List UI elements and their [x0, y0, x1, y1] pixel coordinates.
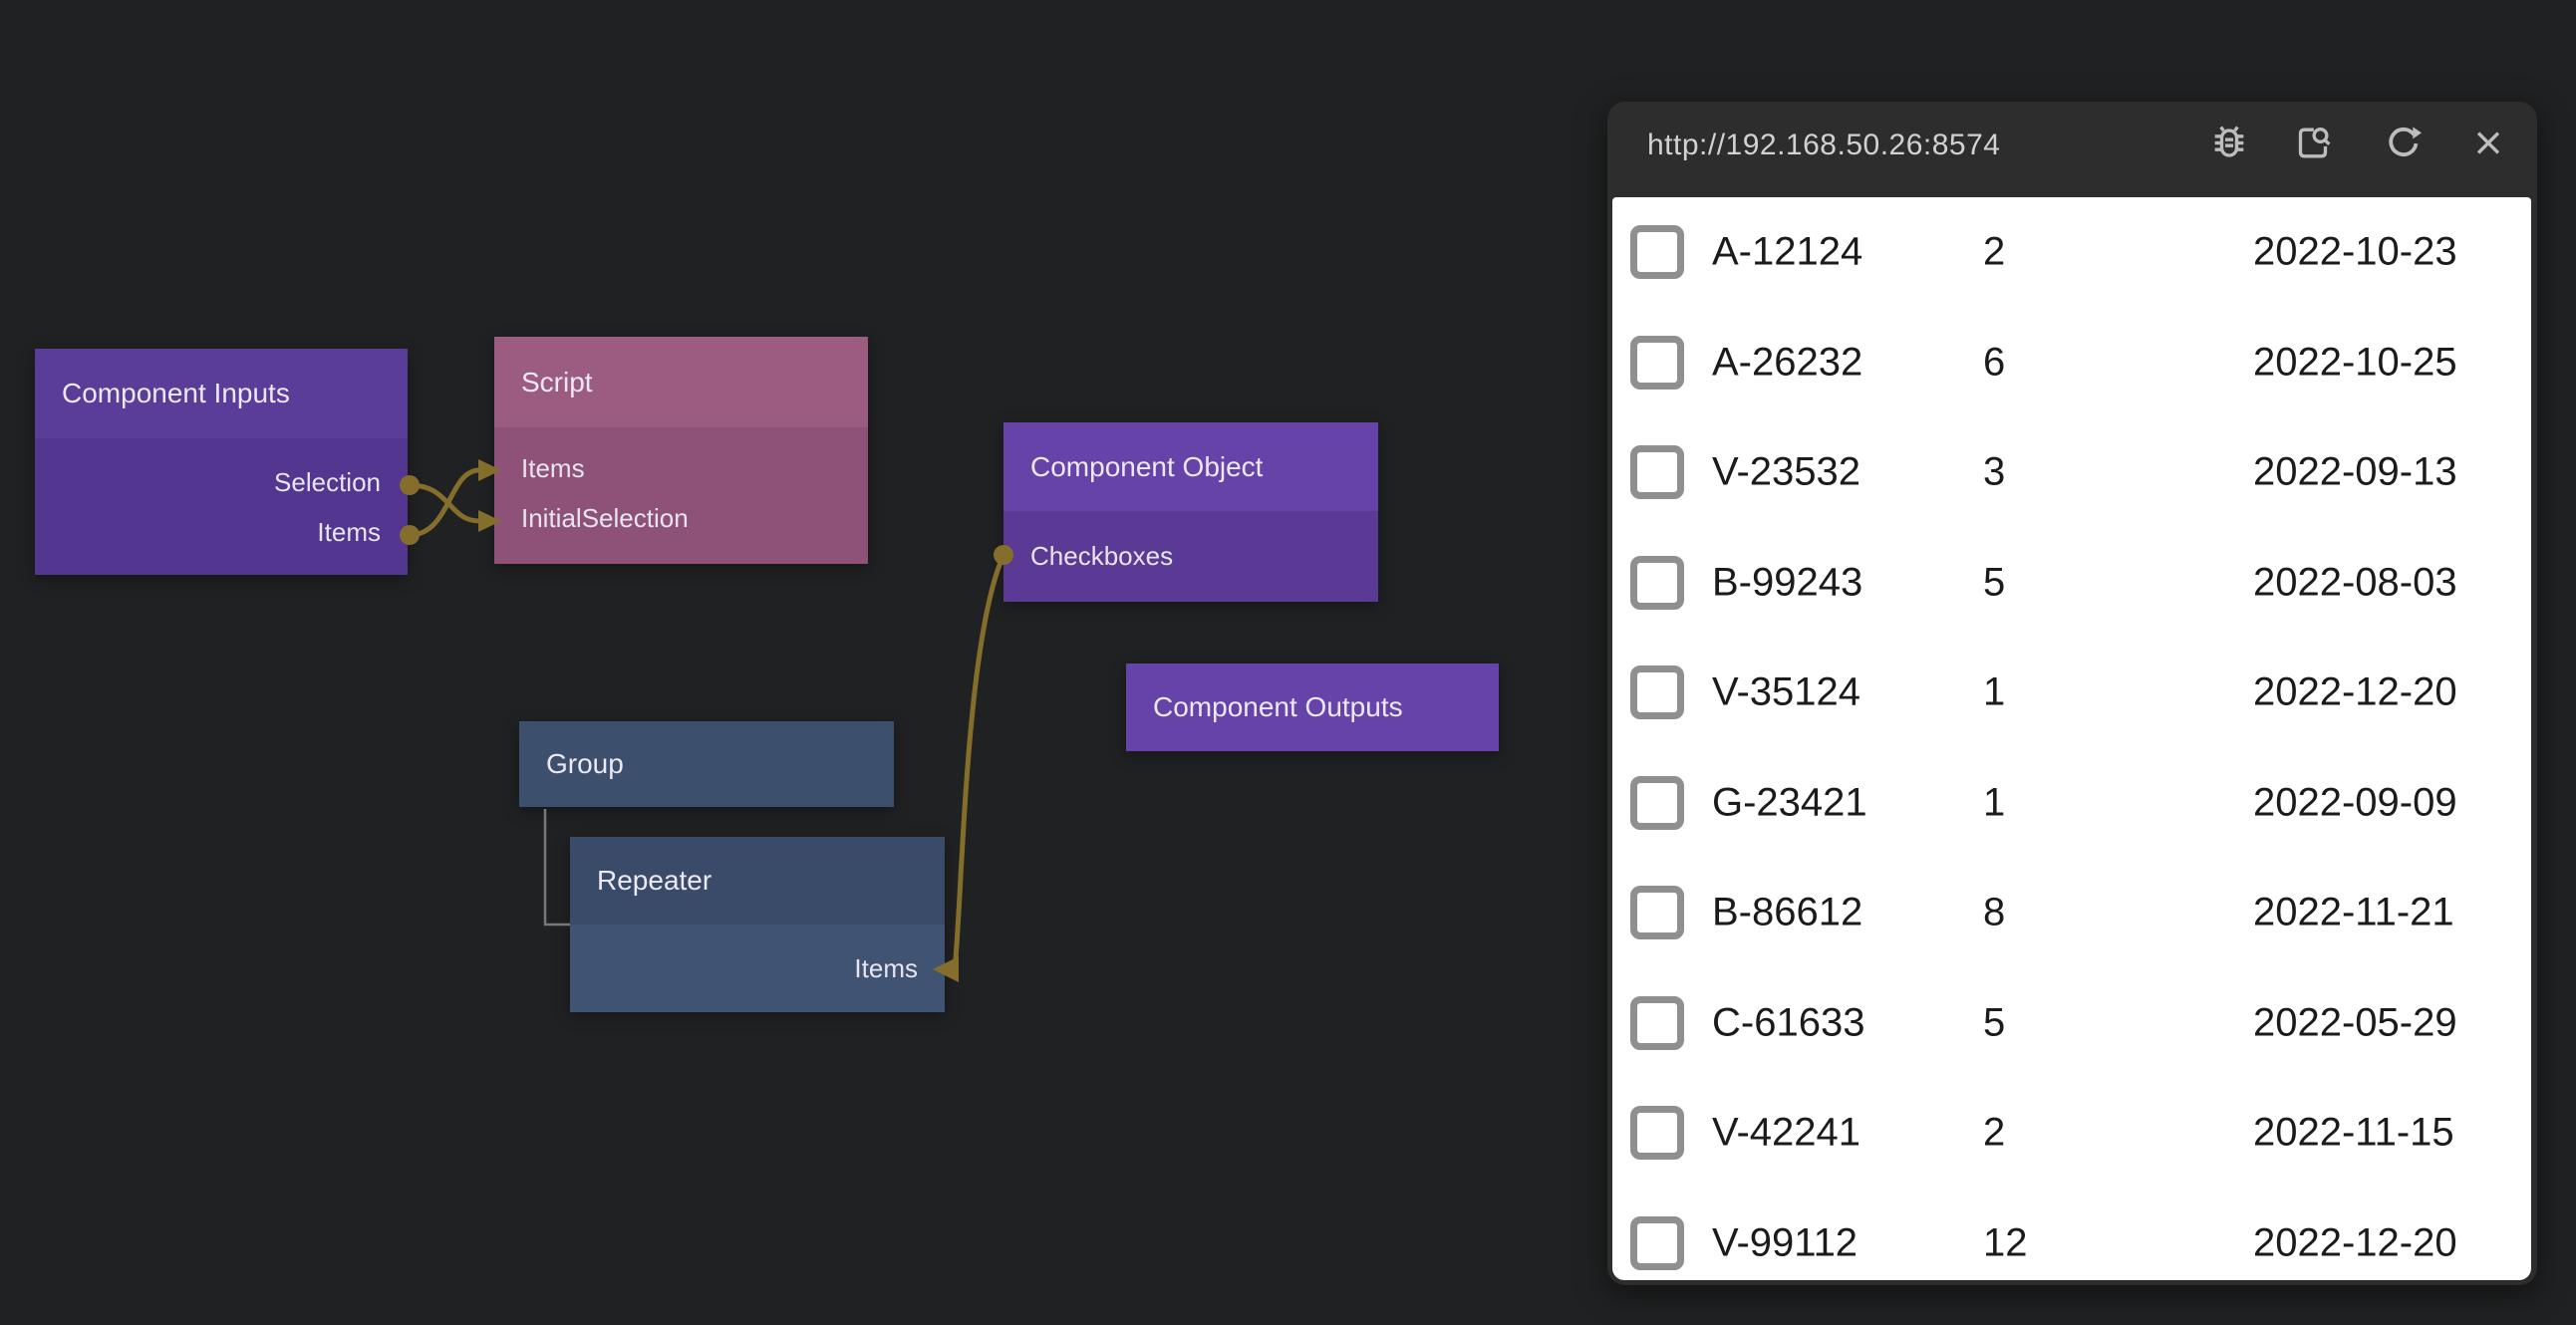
node-component-object[interactable]: Component Object Checkboxes	[1003, 422, 1378, 602]
node-title-bar: Component Inputs	[35, 349, 408, 438]
row-id: G-23421	[1712, 780, 1867, 825]
row-id: B-99243	[1712, 560, 1863, 605]
row-checkbox[interactable]	[1630, 335, 1684, 390]
table-body: A-12124 2 2022-10-23 A-26232 6 2022-10-2…	[1612, 197, 2531, 1280]
table-row: A-12124 2 2022-10-23	[1612, 197, 2531, 308]
node-component-outputs[interactable]: Component Outputs	[1126, 663, 1499, 751]
row-date: 2022-11-21	[2253, 890, 2454, 934]
node-title: Script	[521, 366, 593, 398]
row-id: A-26232	[1712, 340, 1863, 385]
row-date: 2022-09-13	[2253, 449, 2457, 494]
close-icon[interactable]	[2471, 127, 2505, 165]
row-checkbox[interactable]	[1630, 775, 1684, 830]
row-id: V-23532	[1712, 449, 1861, 494]
port-selection[interactable]: Selection	[35, 457, 408, 507]
port-items[interactable]: Items	[35, 507, 408, 557]
row-checkbox[interactable]	[1630, 555, 1684, 610]
port-label: Items	[317, 516, 381, 547]
wire-items-to-items[interactable]	[407, 467, 482, 538]
row-checkbox[interactable]	[1630, 995, 1684, 1050]
row-id: V-42241	[1712, 1110, 1861, 1155]
table-row: V-23532 3 2022-09-13	[1612, 417, 2531, 528]
node-title: Repeater	[597, 865, 713, 896]
node-body: Items	[570, 925, 945, 1012]
url-field[interactable]: http://192.168.50.26:8574	[1647, 129, 2001, 161]
node-title-bar: Script	[494, 337, 868, 427]
node-component-inputs[interactable]: Component Inputs Selection Items	[35, 349, 408, 575]
node-group[interactable]: Group	[519, 721, 894, 807]
preview-window-titlebar[interactable]: http://192.168.50.26:8574	[1607, 102, 2537, 197]
port-label: InitialSelection	[521, 502, 689, 533]
node-repeater[interactable]: Repeater Items	[570, 837, 945, 1012]
wire-checkboxes-to-repeater-items[interactable]	[953, 552, 1006, 961]
debug-bug-icon[interactable]	[2209, 124, 2249, 168]
node-body: Checkboxes	[1003, 511, 1378, 602]
node-title: Component Object	[1030, 450, 1264, 482]
table-row: B-99243 5 2022-08-03	[1612, 528, 2531, 639]
row-id: B-86612	[1712, 890, 1863, 934]
port-checkboxes[interactable]: Checkboxes	[1003, 532, 1173, 582]
row-date: 2022-11-15	[2253, 1110, 2454, 1155]
row-date: 2022-05-29	[2253, 1000, 2457, 1045]
row-date: 2022-12-20	[2253, 1220, 2457, 1265]
row-checkbox[interactable]	[1630, 445, 1684, 500]
row-id: V-35124	[1712, 669, 1861, 714]
row-date: 2022-09-09	[2253, 780, 2457, 825]
node-title: Component Outputs	[1153, 691, 1403, 722]
row-id: A-12124	[1712, 229, 1863, 274]
node-body: Items InitialSelection	[494, 427, 868, 564]
row-checkbox[interactable]	[1630, 886, 1684, 940]
table-row: V-35124 1 2022-12-20	[1612, 638, 2531, 748]
row-date: 2022-12-20	[2253, 669, 2457, 714]
port-items[interactable]: Items	[494, 443, 868, 493]
node-title-bar: Group	[519, 721, 894, 807]
port-label: Selection	[274, 466, 381, 497]
row-date: 2022-08-03	[2253, 560, 2457, 605]
port-label: Items	[521, 452, 585, 483]
row-checkbox[interactable]	[1630, 1215, 1684, 1270]
row-date: 2022-10-23	[2253, 229, 2457, 274]
node-title: Component Inputs	[62, 378, 290, 408]
row-checkbox[interactable]	[1630, 1106, 1684, 1161]
node-title-bar: Component Object	[1003, 422, 1378, 511]
row-checkbox[interactable]	[1630, 225, 1684, 280]
row-qty: 5	[1983, 1000, 2006, 1045]
table-row: V-99112 12 2022-12-20	[1612, 1189, 2531, 1281]
node-script[interactable]: Script Items InitialSelection	[494, 337, 868, 564]
row-id: C-61633	[1712, 1000, 1865, 1045]
wire-selection-to-initialselection[interactable]	[407, 482, 482, 524]
row-date: 2022-10-25	[2253, 340, 2457, 385]
row-qty: 8	[1983, 890, 2006, 934]
preview-window: http://192.168.50.26:8574	[1607, 102, 2537, 1285]
port-label-items[interactable]: Items	[854, 952, 918, 983]
table-row: A-26232 6 2022-10-25	[1612, 308, 2531, 418]
node-title: Group	[546, 748, 624, 779]
table-row: B-86612 8 2022-11-21	[1612, 858, 2531, 968]
row-qty: 6	[1983, 340, 2006, 385]
row-qty: 1	[1983, 780, 2006, 825]
hierarchy-connector-line	[543, 809, 570, 927]
row-qty: 2	[1983, 229, 2006, 274]
row-id: V-99112	[1712, 1220, 1859, 1265]
node-body: Selection Items	[35, 438, 408, 575]
port-initialselection[interactable]: InitialSelection	[494, 493, 868, 543]
preview-page-content: A-12124 2 2022-10-23 A-26232 6 2022-10-2…	[1612, 197, 2531, 1280]
row-qty: 3	[1983, 449, 2006, 494]
row-qty: 12	[1983, 1220, 2028, 1265]
table-row: G-23421 1 2022-09-09	[1612, 748, 2531, 859]
row-qty: 1	[1983, 669, 2006, 714]
port-label: Checkboxes	[1030, 541, 1174, 571]
table-row: V-42241 2 2022-11-15	[1612, 1078, 2531, 1189]
node-title-bar: Repeater	[570, 837, 945, 925]
row-qty: 5	[1983, 560, 2006, 605]
table-row: C-61633 5 2022-05-29	[1612, 968, 2531, 1079]
row-checkbox[interactable]	[1630, 665, 1684, 720]
refresh-icon[interactable]	[2384, 125, 2422, 167]
node-title-bar: Component Outputs	[1126, 663, 1499, 751]
row-qty: 2	[1983, 1110, 2006, 1155]
open-preview-icon[interactable]	[2293, 124, 2333, 168]
